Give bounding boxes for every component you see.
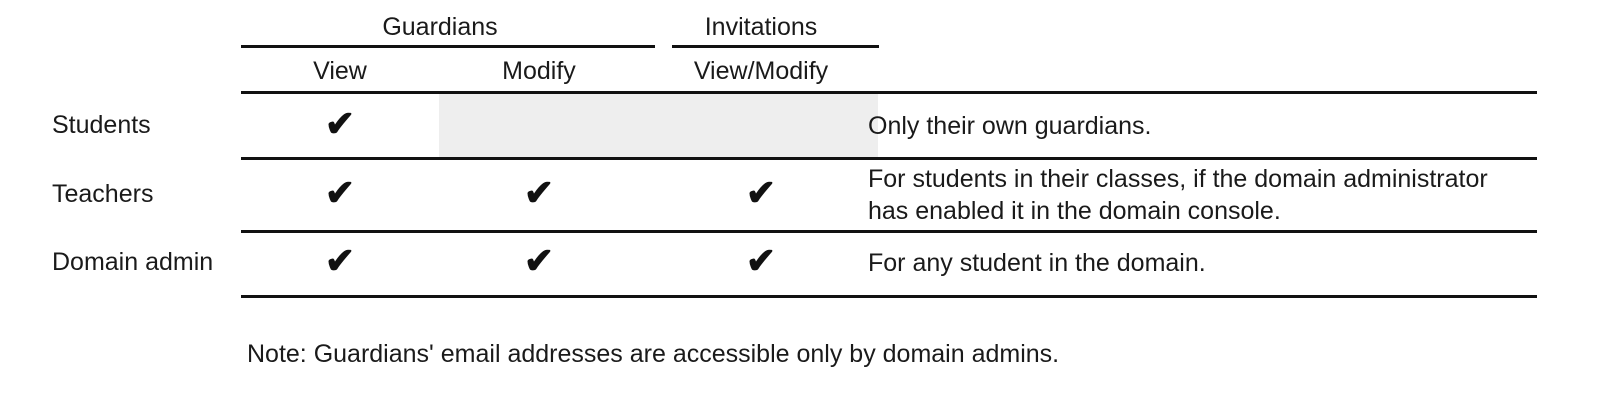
check-icon-domain-admin-guardians-view: ✔ [324,240,356,281]
table-rule-header-bottom [241,91,1537,94]
disabled-cell-shading-students [439,94,878,157]
note-line: For students in their classes, if the do… [868,165,1488,193]
check-icon-teachers-invitations-viewmodify: ✔ [745,172,777,213]
check-icon-domain-admin-invitations-viewmodify: ✔ [745,240,777,281]
table-note-students: Only their own guardians. [868,110,1528,142]
group-header-invitations: Invitations [704,13,818,41]
table-footnote: Note: Guardians' email addresses are acc… [247,340,1060,368]
table-row-label-domain-admin: Domain admin [52,248,214,276]
table-note-teachers: For students in their classes, if the do… [868,163,1528,227]
table-note-domain-admin: For any student in the domain. [868,247,1528,279]
column-header-guardians-modify: Modify [502,57,576,85]
note-line: has enabled it in the domain console. [868,197,1281,225]
table-rule-after-teachers [241,230,1537,233]
check-icon-domain-admin-guardians-modify: ✔ [523,240,555,281]
check-icon-teachers-guardians-modify: ✔ [523,172,555,213]
group-rule-invitations [672,45,879,48]
table-row-label-teachers: Teachers [52,180,154,208]
note-line: For any student in the domain. [868,249,1206,277]
group-header-guardians: Guardians [382,13,498,41]
group-rule-guardians [241,45,655,48]
column-header-guardians-view: View [313,57,367,85]
check-icon-students-guardians-view: ✔ [324,103,356,144]
table-rule-bottom [241,295,1537,298]
column-header-invitations-viewmodify: View/Modify [693,57,829,85]
note-line: Only their own guardians. [868,112,1152,140]
table-rule-after-students [241,157,1537,160]
table-row-label-students: Students [52,111,151,139]
check-icon-teachers-guardians-view: ✔ [324,172,356,213]
